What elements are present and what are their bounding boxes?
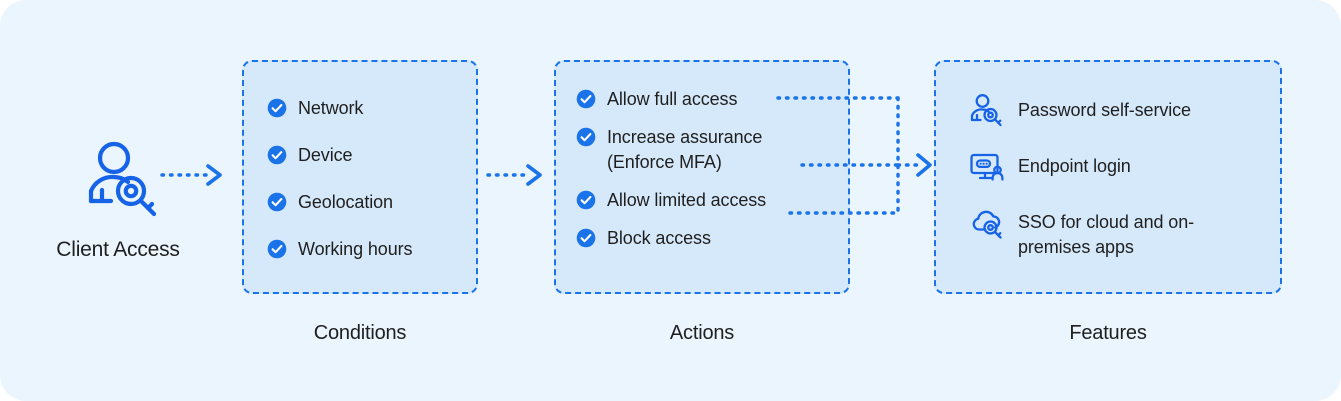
check-circle-icon [267,192,287,212]
list-item-label: Allow full access [607,89,738,109]
client-access-group: Client Access [0,120,236,280]
connector-conditions-to-actions [486,160,548,190]
conditions-caption: Conditions [313,322,407,344]
list-item-label: Increase assurance (Enforce MFA) [607,127,763,172]
list-item: Device [267,143,462,168]
client-access-person-search-icon [78,135,168,225]
list-item: Block access [576,226,834,251]
list-item: SSO for cloud and on-premises apps [968,204,1264,260]
list-item: Increase assurance (Enforce MFA) [576,125,834,175]
actions-list: Allow full access Increase assurance (En… [576,87,834,264]
check-circle-icon [576,190,596,210]
check-circle-icon [576,228,596,248]
list-item-label: Working hours [298,239,413,259]
list-item-label: Endpoint login [1018,156,1131,176]
conditions-box: Network Device Geoloca [242,60,478,294]
connector-client-access-to-conditions [160,160,230,190]
check-circle-icon [267,145,287,165]
list-item: Allow full access [576,87,834,112]
actions-box: Allow full access Increase assurance (En… [554,60,850,294]
list-item-label: Device [298,145,353,165]
list-item: Allow limited access [576,188,834,213]
features-caption: Features [1069,322,1147,344]
monitor-login-icon [968,148,1006,186]
list-item: Endpoint login [968,148,1264,186]
list-item-label: Network [298,98,364,118]
check-circle-icon [267,98,287,118]
client-access-label: Client Access [56,238,180,261]
person-search-icon [968,92,1006,130]
features-list: Password self-service [968,92,1264,260]
check-circle-icon [267,239,287,259]
cloud-search-icon [968,204,1006,242]
list-item: Geolocation [267,190,462,215]
list-item: Password self-service [968,92,1264,130]
check-circle-icon [576,127,596,147]
list-item-label: SSO for cloud and on-premises apps [1018,212,1195,257]
actions-caption: Actions [669,322,735,344]
list-item: Working hours [267,237,462,262]
list-item: Network [267,96,462,121]
list-item-label: Allow limited access [607,190,767,210]
features-box: Password self-service [934,60,1282,294]
conditions-list: Network Device Geoloca [267,96,462,284]
connector-actions-to-features [760,85,940,230]
list-item-label: Block access [607,228,711,248]
list-item-label: Password self-service [1018,100,1191,120]
check-circle-icon [576,89,596,109]
list-item-label: Geolocation [298,192,393,212]
